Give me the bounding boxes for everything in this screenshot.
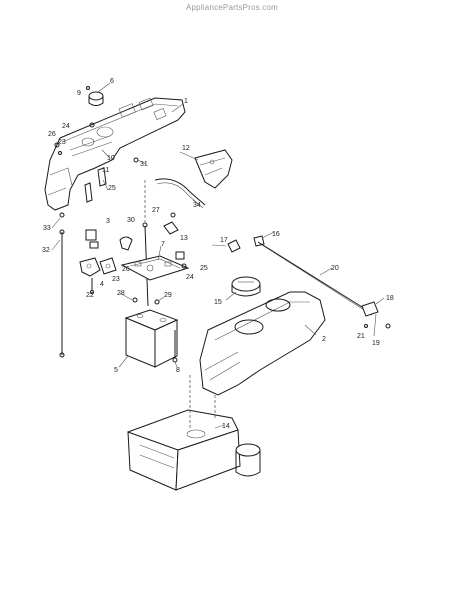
- dash-panel-part: [44, 97, 186, 211]
- callout-25b: 25: [200, 265, 208, 272]
- callout-23a: 23: [58, 139, 66, 146]
- callout-27: 27: [152, 207, 160, 214]
- callout-14: 14: [222, 423, 230, 430]
- callout-16: 16: [272, 231, 280, 238]
- callout-23b: 23: [112, 276, 120, 283]
- callout-19: 19: [372, 340, 380, 347]
- callout-8: 8: [176, 367, 180, 374]
- callout-9: 9: [77, 90, 81, 97]
- callout-13: 13: [180, 235, 188, 242]
- callout-12: 12: [182, 145, 190, 152]
- callout-7: 7: [161, 241, 165, 248]
- callout-10: 10: [107, 155, 115, 162]
- watermark-text: AppliancePartsPros.com: [186, 3, 278, 12]
- callout-17: 17: [220, 237, 228, 244]
- connector-part: [85, 229, 97, 241]
- mounting-bracket-part: [194, 149, 233, 189]
- callout-30: 30: [127, 217, 135, 224]
- callout-24b: 24: [186, 274, 194, 281]
- callout-20: 20: [331, 265, 339, 272]
- leader-lines: [51, 82, 385, 429]
- callout-25a: 25: [108, 185, 116, 192]
- callout-22: 22: [86, 292, 94, 299]
- control-rod-part: [257, 241, 371, 313]
- callout-24a: 24: [62, 123, 70, 130]
- callout-28: 28: [117, 290, 125, 297]
- callout-26a: 26: [48, 131, 56, 138]
- callout-15: 15: [214, 299, 222, 306]
- callout-32: 32: [42, 247, 50, 254]
- callout-3: 3: [106, 218, 110, 225]
- callout-1: 1: [184, 98, 188, 105]
- fuel-cap-part: [231, 276, 261, 297]
- callout-33: 33: [43, 225, 51, 232]
- callout-5: 5: [114, 367, 118, 374]
- callout-labels: 1 2 3 4 5 6 7 8 9 10 11 12 13 14 15 16 1…: [42, 78, 394, 430]
- link-rod-part: [154, 178, 206, 206]
- callout-29: 29: [164, 292, 172, 299]
- battery-tray-part: [120, 255, 190, 281]
- callout-11: 11: [102, 167, 109, 174]
- terminal-cluster-part: [79, 257, 117, 294]
- callout-18: 18: [386, 295, 394, 302]
- callout-2: 2: [322, 336, 326, 343]
- callout-34: 34: [193, 202, 201, 209]
- callout-6: 6: [110, 78, 114, 85]
- callout-21: 21: [357, 333, 365, 340]
- callout-31: 31: [140, 161, 148, 168]
- ignition-switch-part: [86, 86, 104, 106]
- battery-part: [124, 309, 179, 368]
- callout-4: 4: [100, 281, 104, 288]
- fuel-tank-cover-part: [199, 291, 326, 396]
- fuel-tank-part: [127, 409, 261, 491]
- callout-26b: 26: [122, 266, 130, 273]
